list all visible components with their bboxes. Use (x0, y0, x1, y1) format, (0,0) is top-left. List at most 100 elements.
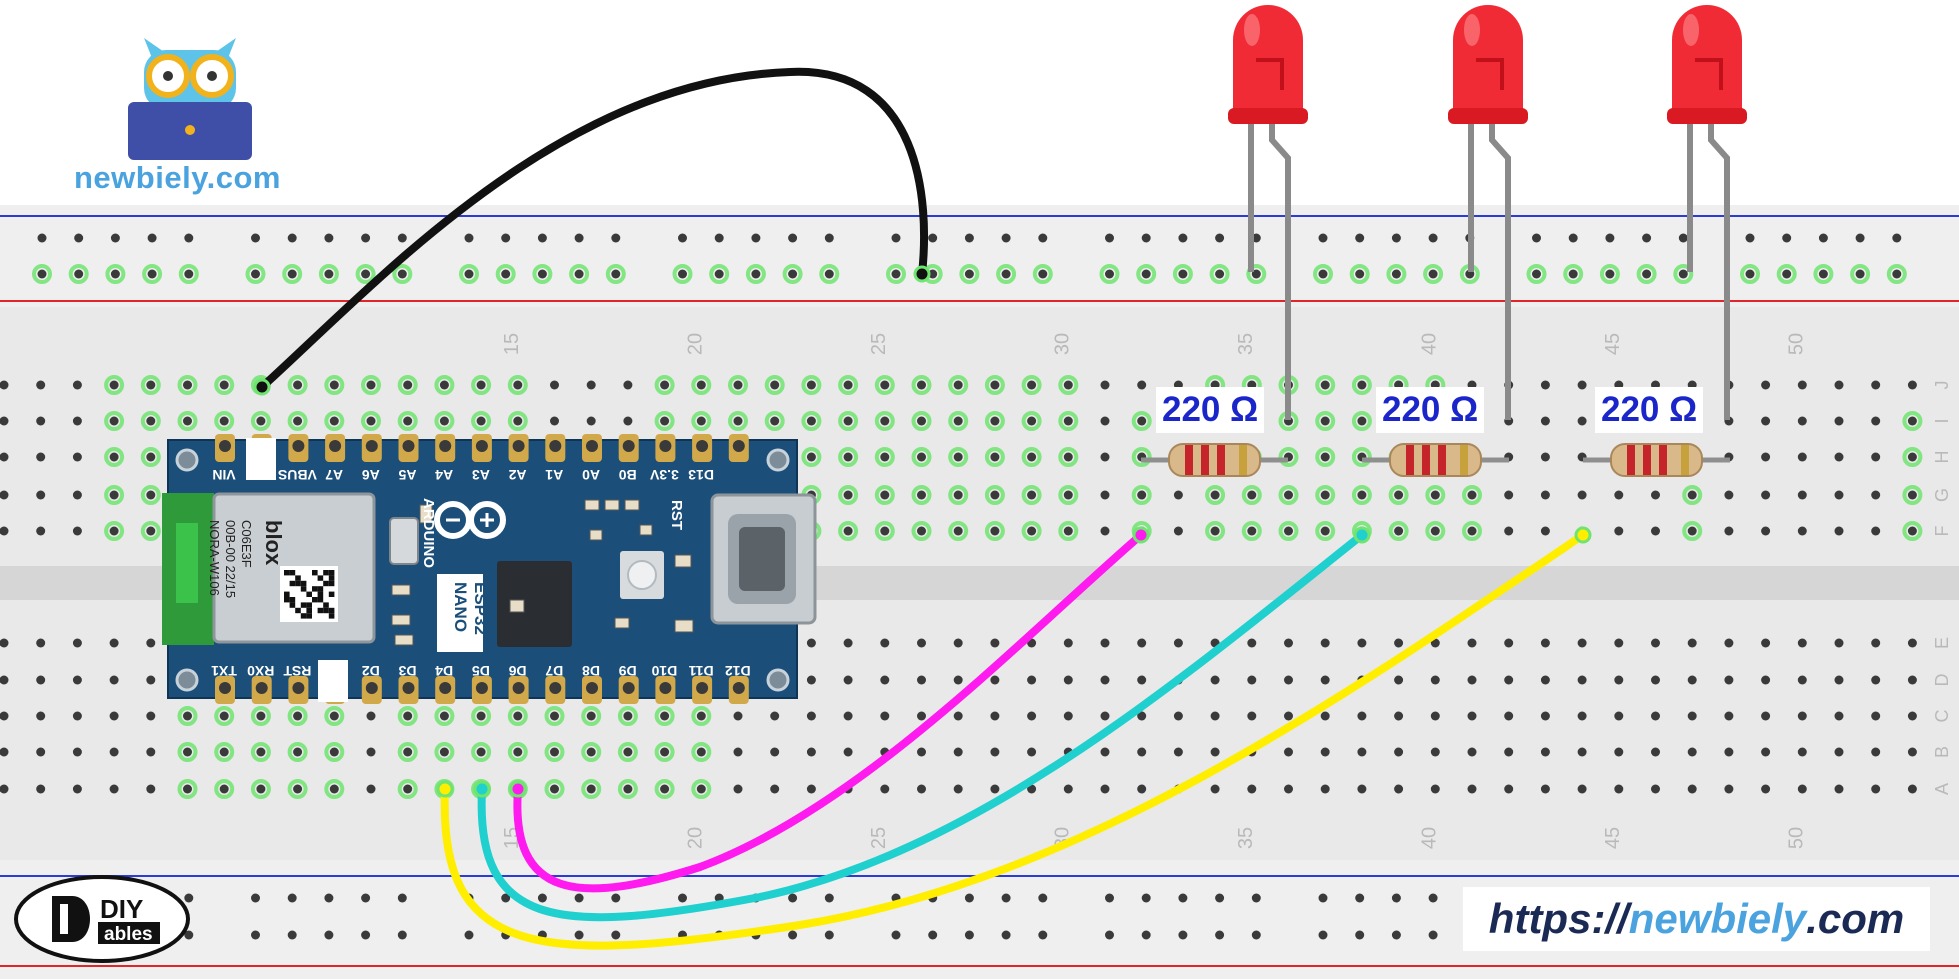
breadboard-hole (329, 747, 339, 757)
rail-hole (147, 269, 157, 279)
breadboard-hole (880, 675, 890, 685)
resistor-1-label: 220 Ω (1156, 387, 1265, 433)
breadboard-hole (109, 638, 119, 648)
bottom-pin-label: D10 (651, 663, 677, 679)
breadboard-hole (1320, 452, 1330, 462)
breadboard-hole (293, 380, 303, 390)
breadboard-hole (1540, 380, 1550, 390)
breadboard-hole (953, 675, 963, 685)
breadboard-hole (219, 711, 229, 721)
breadboard-hole (1063, 380, 1073, 390)
breadboard-hole (953, 452, 963, 462)
breadboard-hole (403, 711, 413, 721)
breadboard-hole (1357, 380, 1367, 390)
rail-hole (1038, 930, 1048, 940)
rail-hole (611, 893, 621, 903)
bottom-pin-label: D11 (688, 663, 713, 679)
breadboard-hole (1871, 784, 1881, 794)
breadboard-hole (1173, 490, 1183, 500)
breadboard-hole (843, 380, 853, 390)
rail-hole (251, 930, 260, 940)
breadboard-hole (439, 711, 449, 721)
breadboard-hole (1504, 638, 1514, 648)
breadboard-hole (219, 380, 229, 390)
breadboard-hole (146, 526, 156, 536)
rail-hole (464, 930, 474, 940)
diyables-diy-text: DIY (100, 894, 143, 924)
breadboard-hole (806, 784, 816, 794)
breadboard-hole (953, 490, 963, 500)
breadboard-hole (1137, 747, 1147, 757)
breadboard-hole (293, 711, 303, 721)
breadboard-hole (1724, 638, 1734, 648)
breadboard-hole (770, 416, 780, 426)
breadboard-hole (880, 784, 890, 794)
website-url[interactable]: https://newbiely.com (1463, 887, 1930, 951)
breadboard-hole (256, 784, 266, 794)
rail-hole (1818, 233, 1828, 243)
ground-wire (258, 67, 929, 391)
rail-hole (287, 233, 297, 243)
breadboard-hole (1651, 638, 1660, 648)
breadboard-hole (72, 711, 82, 721)
breadboard-hole (219, 416, 229, 426)
breadboard-hole (990, 490, 1000, 500)
breadboard-hole (36, 490, 46, 500)
breadboard-hole (72, 526, 82, 536)
rail-hole (1318, 233, 1328, 243)
breadboard-hole (1614, 711, 1624, 721)
breadboard-hole (1651, 747, 1660, 757)
breadboard-hole (72, 784, 82, 794)
breadboard-hole (696, 711, 706, 721)
rail-hole (1642, 269, 1652, 279)
breadboard-hole (219, 784, 229, 794)
breadboard-hole (1687, 526, 1697, 536)
breadboard-hole (1137, 490, 1147, 500)
breadboard-hole (953, 747, 963, 757)
arduino-nano-esp32: blox C06E3F 00B-00 22/15 NORA-W106 (162, 434, 817, 704)
rail-hole (1141, 269, 1151, 279)
board-model-line2: ESP32 (471, 582, 490, 635)
breadboard-hole (623, 380, 633, 390)
breadboard-hole (36, 416, 46, 426)
row-letter: C (1932, 710, 1952, 723)
breadboard-hole (1834, 675, 1844, 685)
breadboard-hole (146, 638, 156, 648)
breadboard-hole (1907, 416, 1917, 426)
breadboard-hole (1027, 711, 1037, 721)
breadboard-hole (1687, 490, 1697, 500)
rail-hole (1818, 269, 1828, 279)
rail-hole (361, 233, 371, 243)
top-pin-label: A4 (435, 467, 453, 483)
breadboard-hole (1761, 747, 1771, 757)
rail-hole (1391, 893, 1401, 903)
breadboard-hole (1394, 675, 1404, 685)
breadboard-hole (917, 711, 926, 721)
breadboard-hole (696, 747, 706, 757)
rail-hole (537, 233, 547, 243)
breadboard-hole (1320, 638, 1330, 648)
rail-hole (74, 269, 84, 279)
breadboard-hole (660, 784, 670, 794)
breadboard-hole (1651, 526, 1660, 536)
row-letter: A (1932, 783, 1952, 795)
row-letter: I (1932, 418, 1952, 423)
breadboard-hole (1687, 675, 1697, 685)
breadboard-hole (513, 380, 523, 390)
breadboard-hole (733, 711, 743, 721)
rail-hole (1251, 233, 1261, 243)
breadboard-hole (623, 711, 633, 721)
rail-hole (37, 269, 47, 279)
breadboard-hole (1577, 380, 1587, 390)
wire-d5-cyan (477, 531, 1366, 922)
breadboard-hole (1284, 490, 1293, 500)
rail-hole (574, 233, 584, 243)
row-letter: D (1932, 674, 1952, 687)
breadboard-hole (660, 416, 670, 426)
rail-hole (1318, 930, 1328, 940)
bottom-pin-label: D5 (472, 663, 490, 679)
breadboard-hole (953, 526, 963, 536)
rail-hole (824, 930, 834, 940)
column-number: 20 (684, 333, 706, 355)
breadboard-hole (513, 416, 523, 426)
